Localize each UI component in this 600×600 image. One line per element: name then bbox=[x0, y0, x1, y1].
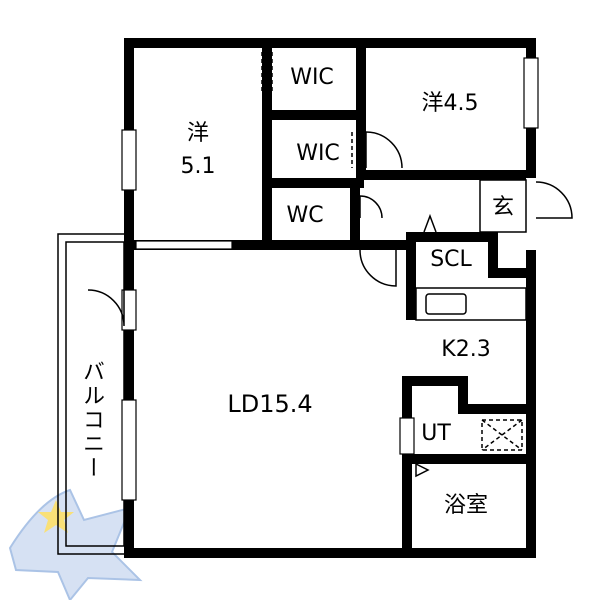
room-wc-label: WC bbox=[286, 203, 324, 228]
room-western-a-size: 5.1 bbox=[180, 154, 216, 179]
room-entrance-label: 玄 bbox=[491, 195, 515, 220]
room-wic-lower-label: WIC bbox=[296, 141, 340, 166]
room-scl-label: SCL bbox=[430, 247, 472, 272]
room-kitchen-label: K2.3 bbox=[441, 337, 491, 362]
room-wic-upper-label: WIC bbox=[290, 65, 334, 90]
room-western-b-label: 洋4.5 bbox=[421, 91, 479, 116]
star-logo-icon bbox=[8, 488, 143, 600]
balcony-label: バルコニー bbox=[79, 360, 104, 480]
room-ld-label: LD15.4 bbox=[227, 390, 313, 418]
room-bath-label: 浴室 bbox=[443, 493, 489, 518]
room-ut-label: UT bbox=[421, 421, 451, 446]
room-western-a-name: 洋 bbox=[186, 121, 210, 146]
